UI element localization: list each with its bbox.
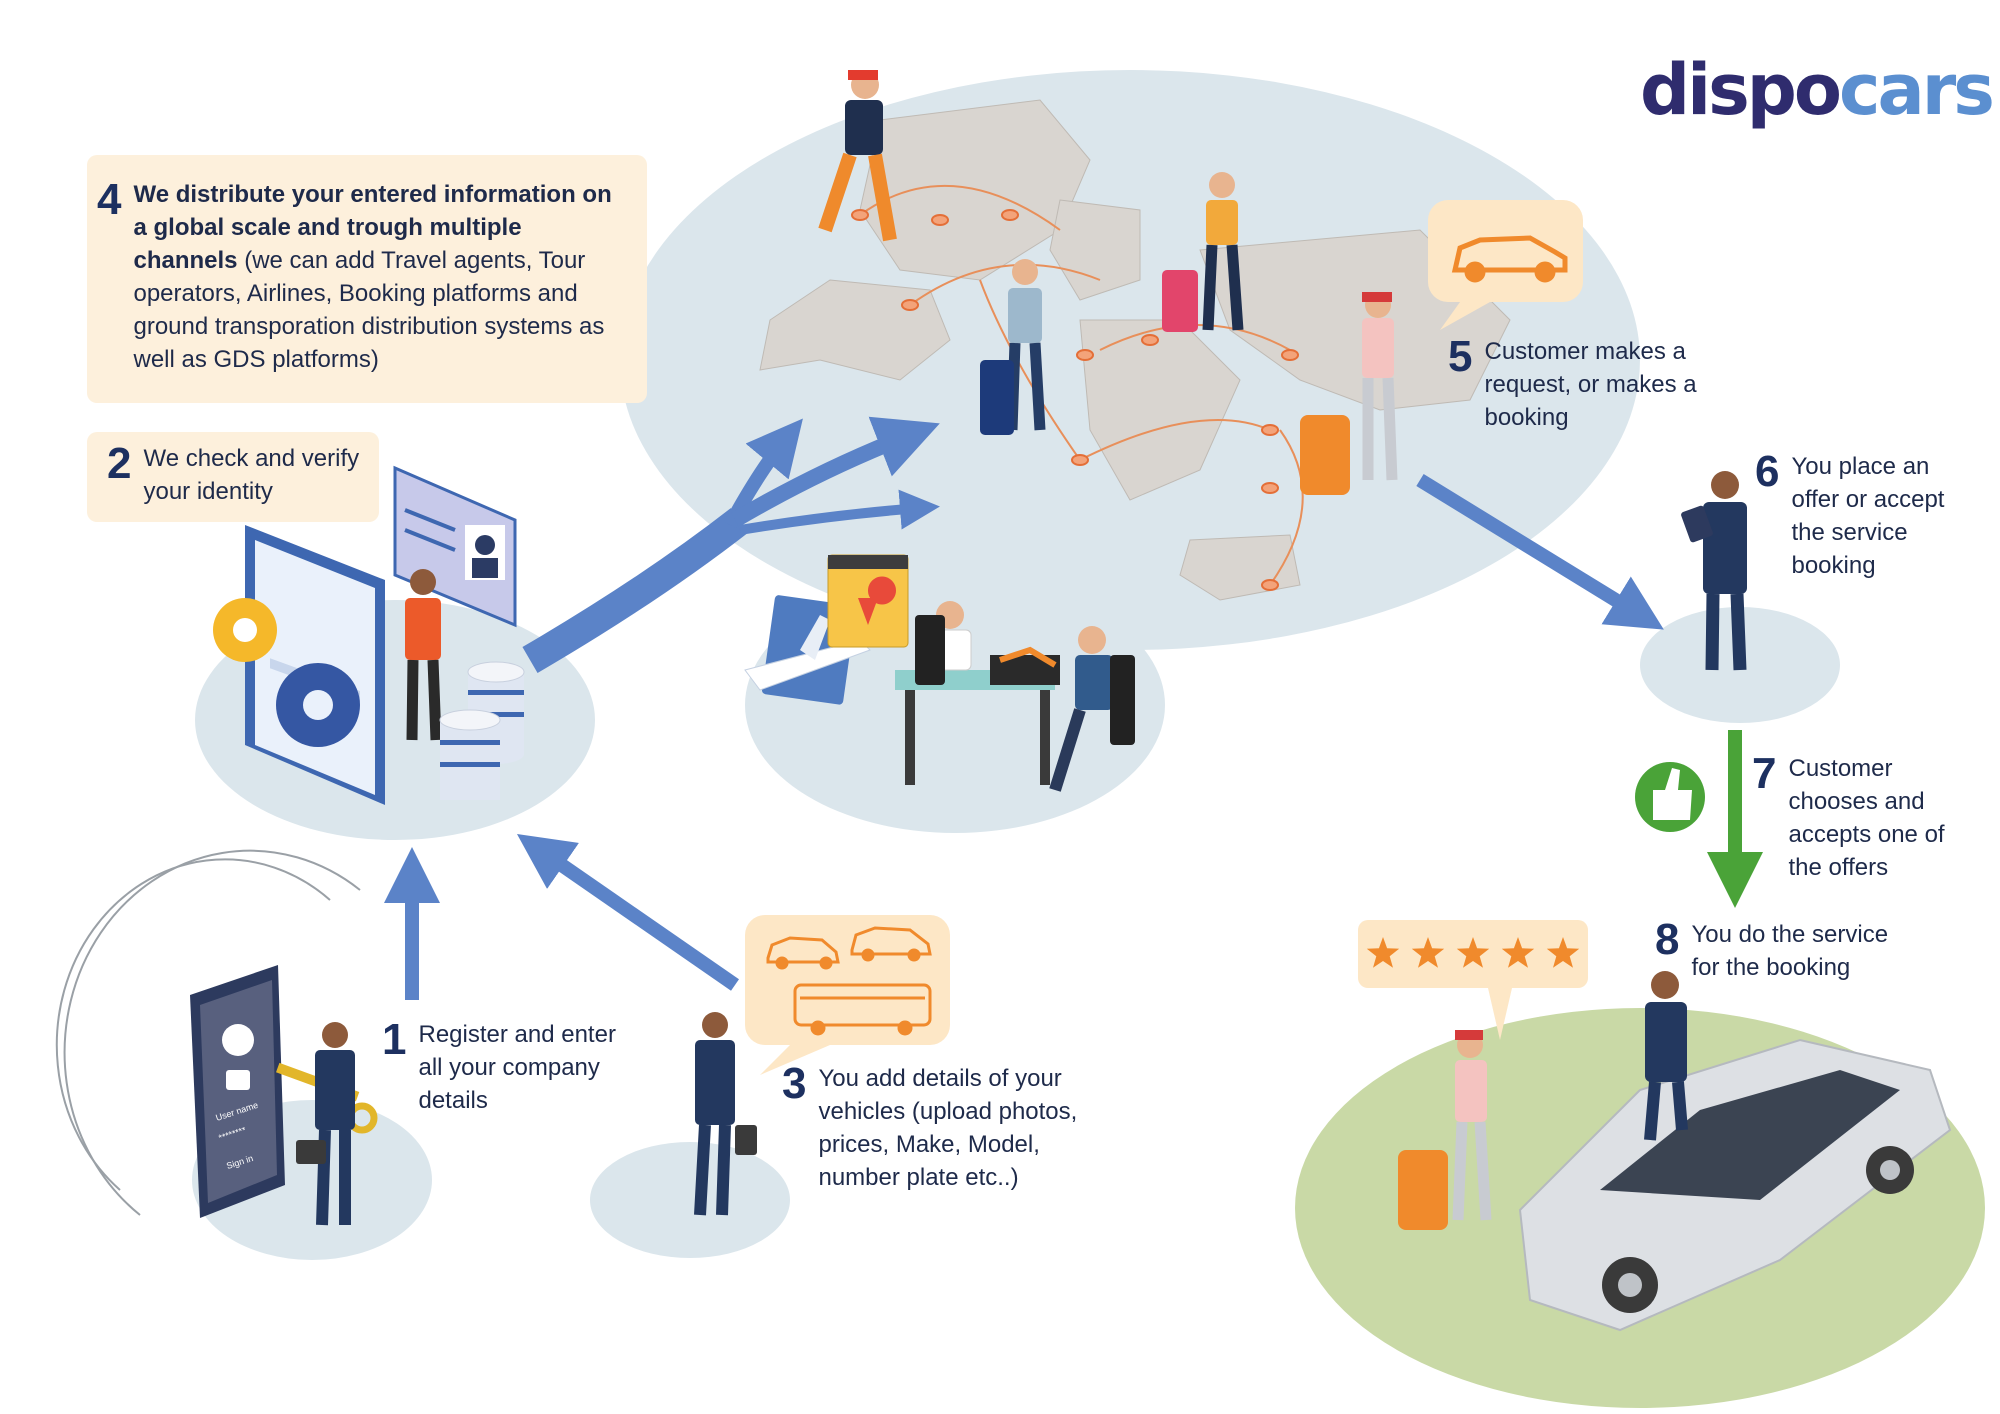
operator-tablet xyxy=(1681,471,1747,671)
arrow-booking-to-operator xyxy=(1416,474,1664,630)
route-points xyxy=(851,209,1299,591)
step-4-box xyxy=(87,155,647,403)
gear-icon xyxy=(213,598,360,747)
businessman-register xyxy=(296,1022,355,1226)
step-5: 5 Customer makes a request, or makes a b… xyxy=(1448,335,1698,434)
step-2-number: 2 xyxy=(107,439,132,488)
database-icon xyxy=(439,661,525,800)
logo-part-cars: cars xyxy=(1838,49,1995,131)
thumbs-up-icon xyxy=(1635,762,1705,832)
step-4-text: (we can add Travel agents, Tour operator… xyxy=(133,247,605,373)
step-8: 8 You do the service for the booking xyxy=(1655,918,1915,984)
step-7-number: 7 xyxy=(1752,749,1777,798)
traveller-arrival xyxy=(1398,1030,1492,1230)
step-3: 3 You add details of your vehicles (uplo… xyxy=(782,1062,1107,1194)
car-icon xyxy=(766,926,932,970)
vehicles-ellipse xyxy=(590,1142,790,1258)
star-icon xyxy=(1501,937,1535,968)
star-icon xyxy=(1366,937,1400,968)
traveller-woman-backpack xyxy=(1162,172,1244,332)
dispocars-logo: dispocars xyxy=(1640,55,1995,125)
step-4: 4 We distribute your entered information… xyxy=(97,178,617,376)
star-icon xyxy=(1546,937,1580,968)
step-1-text: Register and enter all your company deta… xyxy=(418,1021,616,1114)
businessman-phone xyxy=(694,1012,757,1216)
step-3-number: 3 xyxy=(782,1059,807,1108)
step-7-text: Customer chooses and accepts one of the … xyxy=(1788,755,1945,881)
chauffeur xyxy=(1644,971,1688,1141)
person-verifying xyxy=(405,569,442,741)
step-3-text: You add details of your vehicles (upload… xyxy=(818,1065,1078,1191)
step-2: 2 We check and verify your identity xyxy=(107,442,377,508)
arrow-distribute-branch-3 xyxy=(739,489,940,535)
step-2-text: We check and verify your identity xyxy=(143,445,360,505)
star-rating xyxy=(1366,937,1580,968)
map-pin-icon xyxy=(827,554,909,648)
traveller-hiker xyxy=(818,70,897,242)
traveller-woman-phone xyxy=(980,259,1046,435)
phone-login-icon: User name ******** Sign in xyxy=(190,965,285,1218)
car-bubble xyxy=(1428,200,1583,330)
step-1-number: 1 xyxy=(382,1015,407,1064)
step-6-text: You place an offer or accept the service… xyxy=(1791,453,1945,579)
step-8-text: You do the service for the booking xyxy=(1691,921,1889,981)
step-4-heading: We distribute your entered information o… xyxy=(133,181,612,274)
arrow-distribute-branch-2 xyxy=(730,416,940,527)
step-5-text: Customer makes a request, or makes a boo… xyxy=(1484,338,1697,431)
register-scene: User name ******** Sign in xyxy=(55,849,378,1226)
car-icon xyxy=(1451,235,1568,283)
arrow-vehicles-to-verify xyxy=(516,834,739,991)
star-icon xyxy=(1456,937,1490,968)
vehicles-bubble xyxy=(745,915,950,1075)
service-scene xyxy=(1398,971,1952,1332)
step-8-number: 8 xyxy=(1655,915,1680,964)
step-1: 1 Register and enter all your company de… xyxy=(382,1018,617,1117)
limousine-icon xyxy=(1518,1038,1952,1332)
step-2-box xyxy=(87,432,379,522)
flow-arrows xyxy=(384,416,1763,1000)
rating-bubble xyxy=(1358,920,1588,1040)
bus-icon xyxy=(793,983,932,1036)
arrow-distribute-stem xyxy=(522,508,750,673)
traveller-woman-suitcase xyxy=(1300,292,1398,495)
verification-scene xyxy=(213,465,525,805)
logo-part-dispo: dispo xyxy=(1640,49,1842,131)
step-5-number: 5 xyxy=(1448,332,1473,381)
star-icon xyxy=(1411,937,1445,968)
step-6-number: 6 xyxy=(1755,447,1780,496)
step-6: 6 You place an offer or accept the servi… xyxy=(1755,450,1970,582)
step-4-number: 4 xyxy=(97,175,122,224)
step-7: 7 Customer chooses and accepts one of th… xyxy=(1752,752,1972,884)
travel-agency xyxy=(895,601,1135,792)
